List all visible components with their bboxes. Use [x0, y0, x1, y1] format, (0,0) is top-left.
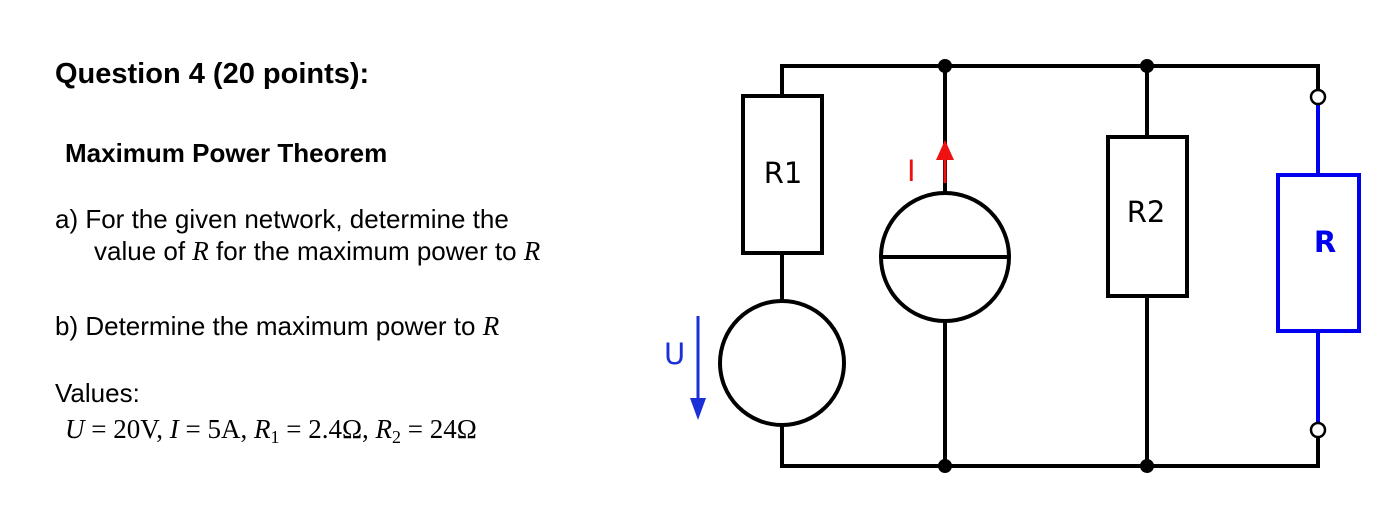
circuit-wires	[780, 64, 1320, 468]
resistor-r1-label: R1	[764, 156, 803, 190]
part-a-var-1: R	[192, 236, 209, 266]
resistor-r2-label: R2	[1127, 195, 1166, 229]
voltage-source-label: U	[664, 337, 685, 371]
value-R2-subscript: 2	[392, 427, 402, 447]
part-a-text-1: value of	[94, 236, 193, 266]
junction-bottom-1	[938, 459, 952, 473]
resistor-r1	[741, 94, 824, 255]
value-I-symbol: I	[169, 414, 179, 444]
values-equation: U = 20V, I = 5A, R1 = 2.4Ω, R2 = 24Ω	[65, 414, 477, 447]
load-resistor	[1276, 173, 1361, 333]
load-resistor-label: R	[1314, 225, 1336, 259]
value-R2-symbol: R	[375, 414, 393, 444]
current-source-label: I	[907, 154, 916, 188]
part-b-text: b) Determine the maximum power to	[55, 311, 483, 341]
terminal-top	[1309, 88, 1327, 106]
part-a-text-2: for the maximum power to	[208, 236, 524, 266]
part-a: a) For the given network, determine the …	[55, 203, 540, 267]
resistor-r2	[1106, 135, 1189, 298]
value-R1-subscript: 1	[270, 427, 280, 447]
part-a-line-2: value of R for the maximum power to R	[55, 235, 540, 267]
junction-top-1	[938, 59, 952, 73]
junction-bottom-2	[1140, 459, 1154, 473]
value-R1-symbol: R	[253, 414, 271, 444]
value-I: = 5A,	[178, 414, 254, 444]
question-title: Question 4 (20 points):	[55, 58, 370, 90]
terminal-bottom	[1309, 421, 1327, 439]
values-label: Values:	[55, 378, 140, 408]
value-U-symbol: U	[65, 414, 85, 444]
junction-top-2	[1140, 59, 1154, 73]
current-arrow-head	[936, 140, 954, 160]
part-a-line-1: a) For the given network, determine the	[55, 204, 509, 234]
value-U: = 20V,	[84, 414, 170, 444]
question-subtitle: Maximum Power Theorem	[65, 138, 388, 168]
value-R2: = 24Ω	[401, 414, 477, 444]
voltage-arrow-head	[690, 398, 706, 420]
part-a-var-2: R	[523, 236, 541, 266]
part-b: b) Determine the maximum power to R	[55, 310, 499, 342]
part-b-var: R	[482, 311, 500, 341]
value-R1: = 2.4Ω,	[279, 414, 376, 444]
voltage-source	[718, 299, 846, 427]
